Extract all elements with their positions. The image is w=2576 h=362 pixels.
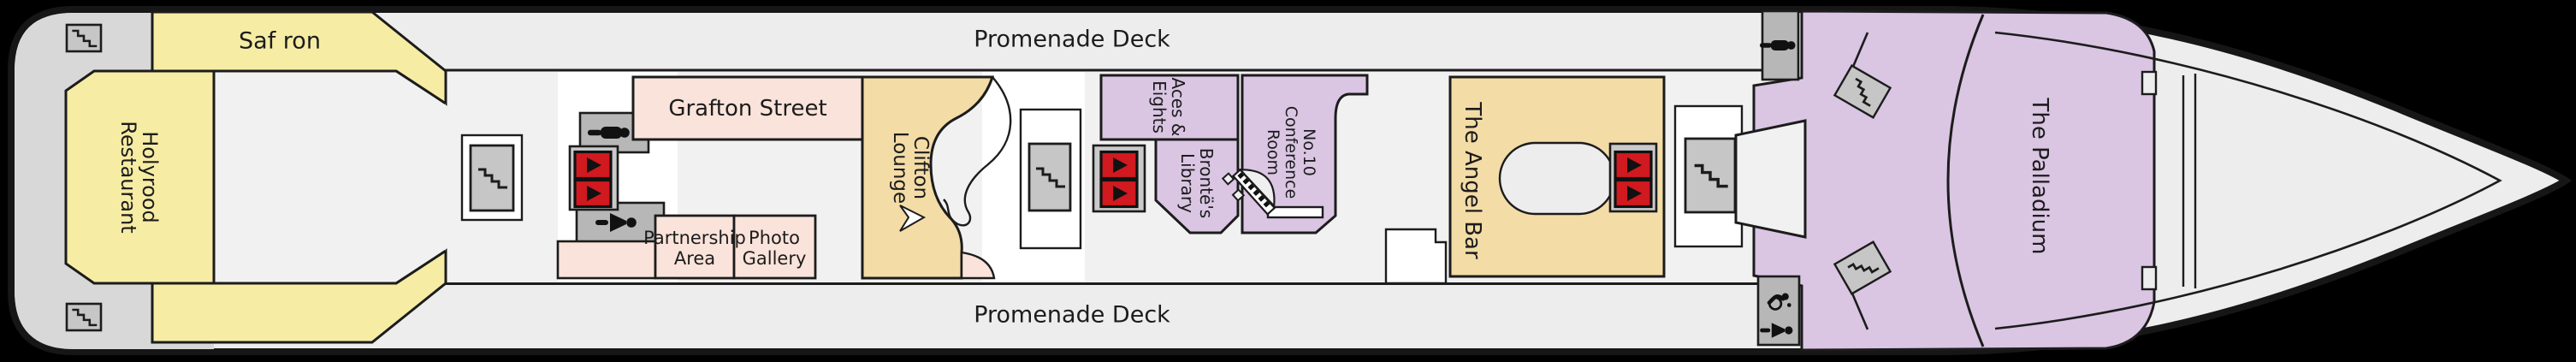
palladium-stage (1734, 119, 1807, 239)
clifton-label: Clifton Lounge (889, 132, 932, 204)
stairs-icon (1833, 64, 1892, 119)
photo-gallery-label: Photo Gallery (743, 228, 807, 269)
svg-text:Area: Area (674, 248, 715, 269)
angel-bar-label: The Angel Bar (1460, 101, 1485, 259)
dance-floor (1498, 141, 1616, 216)
svg-text:Room: Room (1264, 129, 1282, 175)
grand-piano-icon (1221, 168, 1276, 216)
svg-text:No.10: No.10 (1300, 128, 1318, 176)
aces-eights-label: Aces & Eights (1149, 77, 1188, 136)
svg-text:Partnership: Partnership (643, 228, 746, 248)
wc-male-icon (1760, 9, 1800, 81)
palladium-label: The Palladium (2027, 98, 2052, 255)
stairs-icon (65, 302, 103, 332)
stairs-icon (1673, 104, 1744, 248)
svg-text:Aces &: Aces & (1168, 77, 1188, 136)
svg-text:Conference: Conference (1282, 106, 1300, 199)
bow-inner-hull-line (1994, 31, 2502, 330)
holyrood-label: Holyrood Restaurant (116, 121, 162, 233)
grafton-label: Grafton Street (668, 96, 826, 122)
restaurant-foyer-walls (212, 69, 447, 285)
lift-icon (1608, 142, 1658, 213)
palladium-notch (2141, 70, 2158, 96)
room-bronte-library (1154, 138, 1240, 234)
room-grafton-street (631, 75, 864, 141)
room-clifton-lounge (861, 75, 995, 280)
lift-icon (1092, 144, 1146, 213)
stairs-icon (65, 23, 103, 53)
stairs-icon (1019, 108, 1082, 250)
svg-text:Clifton: Clifton (909, 136, 932, 199)
svg-text:Lounge: Lounge (889, 132, 911, 204)
room-aces-eights (1099, 74, 1240, 141)
stairs-icon (460, 134, 524, 222)
svg-text:Eights: Eights (1149, 80, 1170, 134)
stairs-icon (1833, 240, 1892, 295)
svg-text:Photo: Photo (749, 228, 800, 248)
promenade-top-label: Promenade Deck (974, 27, 1170, 53)
clifton-bar (899, 205, 927, 232)
clifton-inner-wall (943, 76, 1012, 227)
wc-accessible-icon (1756, 275, 1801, 347)
promenade-bottom-label: Promenade Deck (974, 302, 1170, 329)
conference-label: No.10 Conference Room (1264, 106, 1318, 199)
palladium-seating-arc (1946, 14, 1985, 347)
bronte-library-label: Brontë's Library (1177, 148, 1217, 218)
svg-text:Restaurant: Restaurant (116, 121, 140, 233)
svg-text:Holyrood: Holyrood (138, 131, 162, 223)
shop-strip (556, 240, 657, 280)
corridor-nook (1384, 228, 1448, 285)
restaurant-foyer (214, 71, 446, 283)
palladium-notch (2141, 265, 2158, 291)
room-photo-gallery (732, 214, 817, 280)
clifton-corner (960, 251, 996, 280)
saffron-label: Saf ron (239, 28, 321, 55)
svg-text:Library: Library (1177, 153, 1198, 213)
partnership-label: Partnership Area (643, 228, 746, 269)
svg-text:Brontë's: Brontë's (1196, 148, 1217, 218)
conference-counter (1266, 205, 1324, 219)
lift-icon (568, 145, 619, 211)
svg-text:Gallery: Gallery (743, 248, 807, 269)
room-palladium (1752, 9, 2156, 352)
